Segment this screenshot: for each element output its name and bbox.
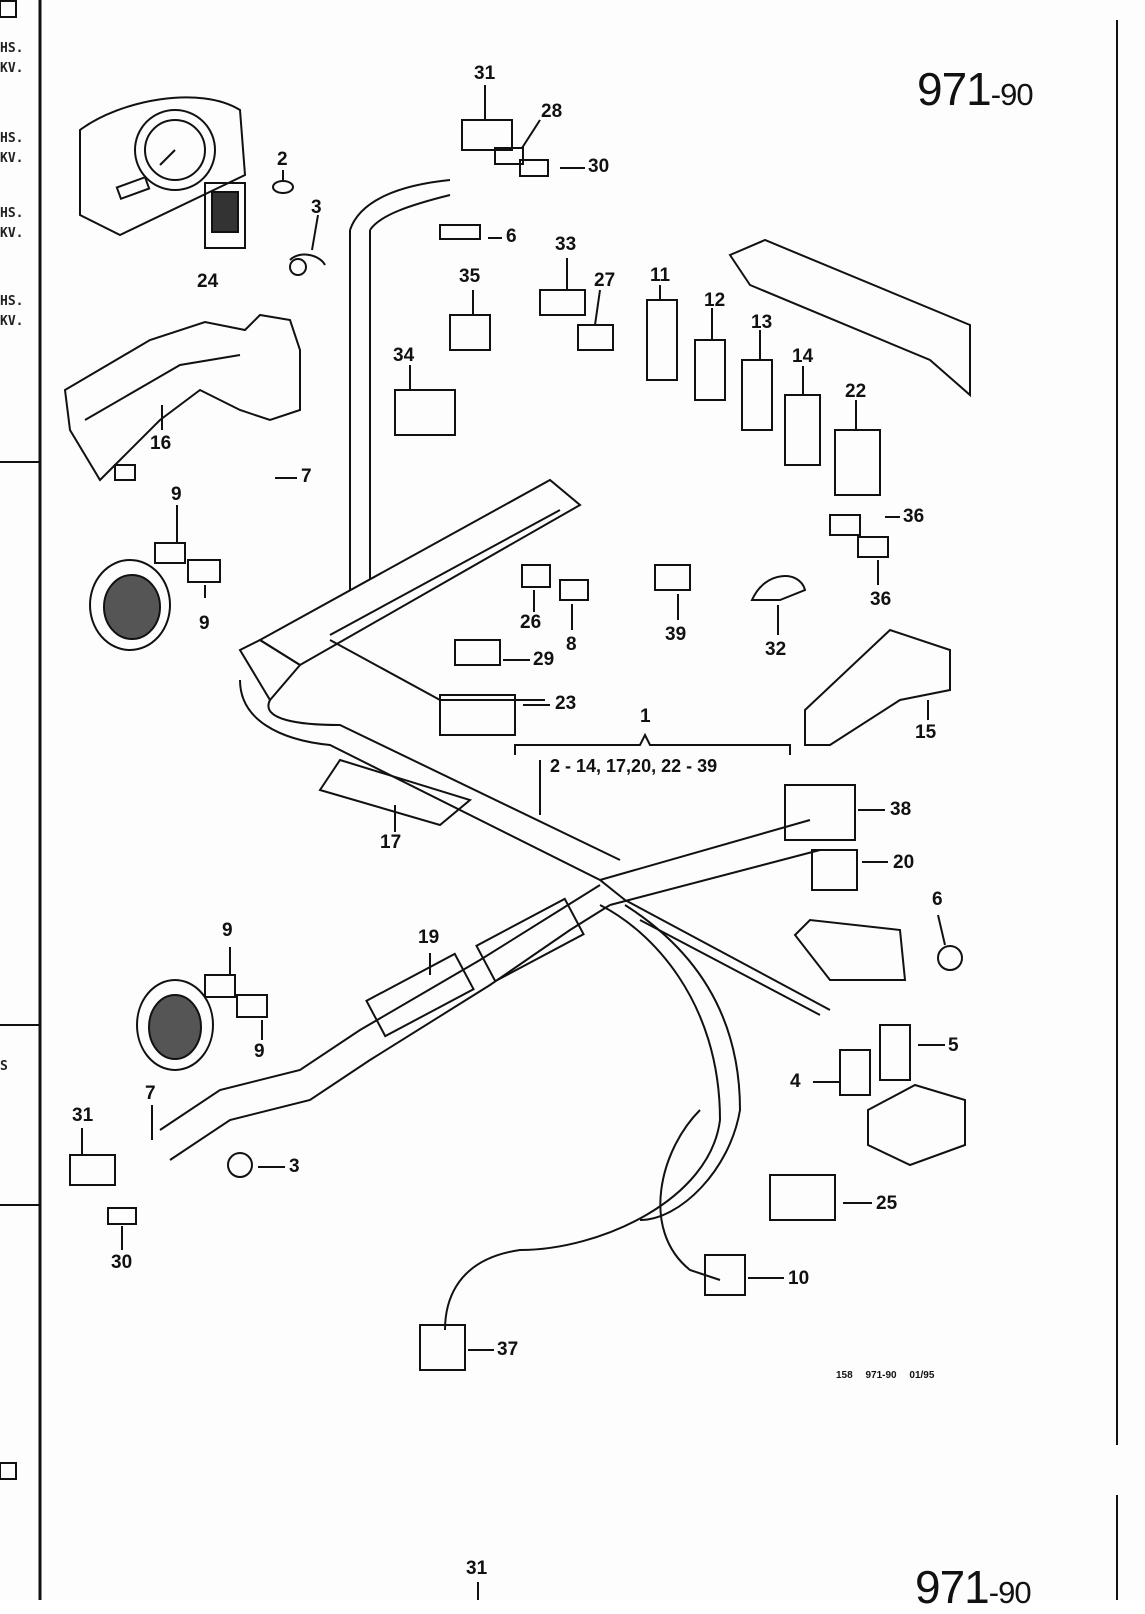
callout-36: 36 (870, 589, 892, 610)
group-number: 1 (640, 706, 651, 727)
callout-4: 4 (790, 1071, 801, 1092)
callout-34: 34 (393, 345, 415, 366)
margin-fragment: HS. (0, 294, 24, 309)
margin-fragment: KV. (0, 151, 24, 166)
callout-7: 7 (145, 1083, 156, 1104)
callout-35: 35 (459, 266, 481, 287)
margin-fragment: HS. (0, 41, 24, 56)
callout-20: 20 (893, 852, 915, 873)
callout-30: 30 (588, 156, 610, 177)
callout-39: 39 (665, 624, 687, 645)
margin-fragment: HS. (0, 206, 24, 221)
next-sheet-title: 971-90 (915, 1561, 1032, 1613)
callout-31: 31 (474, 63, 496, 84)
margin-fragment: HS. (0, 131, 24, 146)
callout-31: 31 (72, 1105, 94, 1126)
callout-7: 7 (301, 466, 312, 487)
callout-32: 32 (765, 639, 787, 660)
callout-2: 2 (277, 149, 288, 170)
callout-22: 22 (845, 381, 867, 402)
margin-fragment: KV. (0, 314, 24, 329)
callout-38: 38 (890, 799, 912, 820)
callout-25: 25 (876, 1193, 898, 1214)
footer-code: 158 971-90 01/95 (836, 1370, 935, 1381)
callout-5: 5 (948, 1035, 959, 1056)
callout-14: 14 (792, 346, 814, 367)
callout-3: 3 (311, 197, 322, 218)
callout-9: 9 (254, 1041, 265, 1062)
callout-17: 17 (380, 832, 402, 853)
callout-24: 24 (197, 271, 219, 292)
callout-36: 36 (903, 506, 925, 527)
margin-fragment: S (0, 1059, 8, 1074)
callout-31: 31 (466, 1558, 488, 1579)
callout-13: 13 (751, 312, 773, 333)
margin-fragment: KV. (0, 226, 24, 241)
callout-37: 37 (497, 1339, 519, 1360)
callout-33: 33 (555, 234, 577, 255)
callout-12: 12 (704, 290, 726, 311)
callout-30: 30 (111, 1252, 133, 1273)
callout-3: 3 (289, 1156, 300, 1177)
callout-23: 23 (555, 693, 577, 714)
callout-11: 11 (650, 265, 671, 286)
callout-10: 10 (788, 1268, 810, 1289)
callout-28: 28 (541, 101, 563, 122)
callout-16: 16 (150, 433, 172, 454)
callout-15: 15 (915, 722, 937, 743)
group-range-label: 2 - 14, 17,20, 22 - 39 (550, 756, 718, 776)
callout-6: 6 (506, 226, 517, 247)
callout-19: 19 (418, 927, 440, 948)
margin-fragment: KV. (0, 61, 24, 76)
callout-27: 27 (594, 270, 616, 291)
callout-26: 26 (520, 612, 542, 633)
callout-29: 29 (533, 649, 555, 670)
callout-9: 9 (199, 613, 210, 634)
sheet-title: 971-90 (917, 63, 1034, 115)
callout-9: 9 (222, 920, 233, 941)
callout-9: 9 (171, 484, 182, 505)
callout-8: 8 (566, 634, 577, 655)
callout-6: 6 (932, 889, 943, 910)
